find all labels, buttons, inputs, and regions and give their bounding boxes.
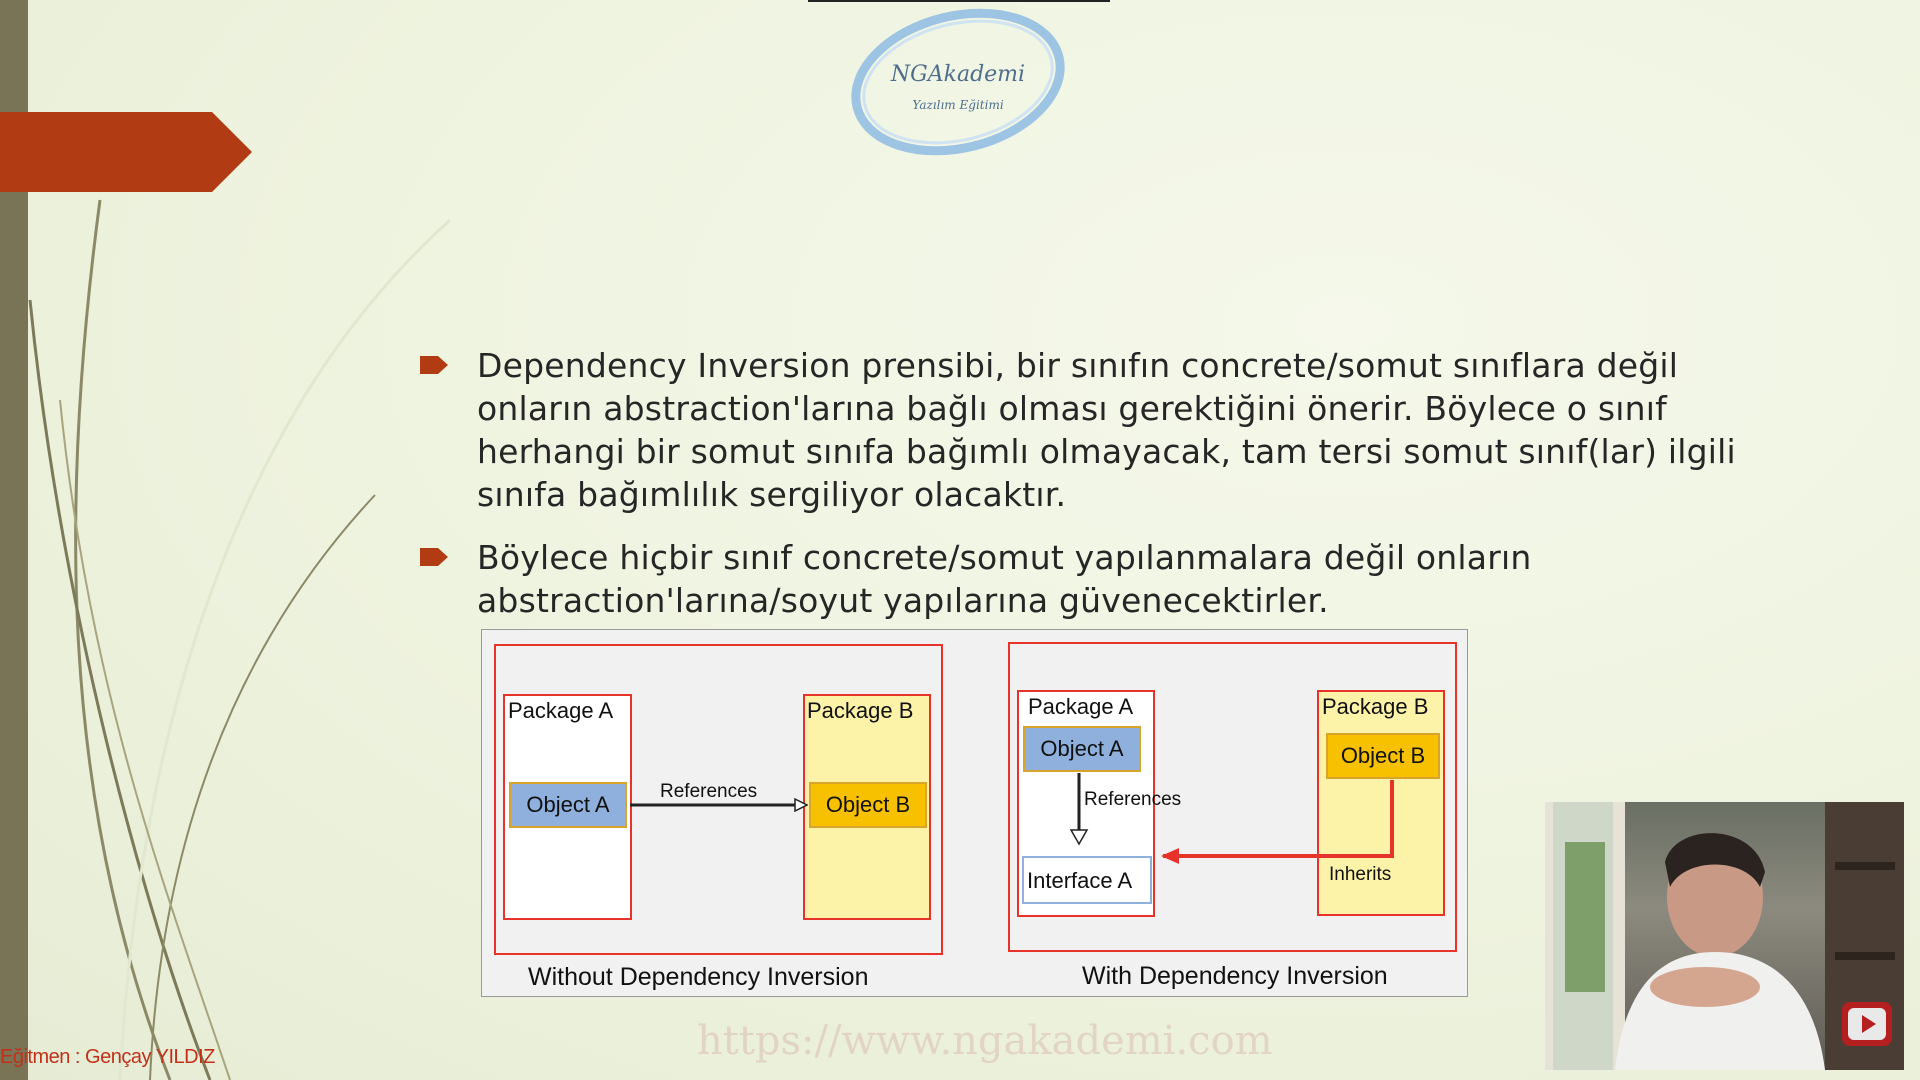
logo-swoosh-icon	[851, 8, 1065, 156]
right-package-b-label: Package B	[1322, 694, 1429, 719]
left-references-label: References	[660, 781, 758, 802]
left-object-a: Object A	[509, 782, 627, 828]
dependency-inversion-diagram: Package A Package B Object A Object B Re…	[481, 629, 1468, 997]
trainer-credit: Eğitmen : Gençay YILDIZ	[0, 1046, 215, 1068]
top-divider	[808, 0, 1110, 2]
left-object-b: Object B	[809, 782, 927, 828]
right-frame	[1008, 642, 1457, 952]
youtube-play-icon	[1848, 1008, 1886, 1040]
decorative-lines	[28, 199, 452, 1080]
inherits-label: Inherits	[1329, 864, 1392, 885]
interface-a-box	[1022, 856, 1152, 904]
bullet-list: Dependency Inversion prensibi, bir sınıf…	[420, 344, 1760, 642]
right-object-a: Object A	[1023, 726, 1141, 772]
webcam-scene	[1545, 802, 1904, 1070]
bullet-item: Böylece hiçbir sınıf concrete/somut yapı…	[420, 536, 1760, 622]
title-arrow-banner	[0, 112, 252, 192]
bullet-item: Dependency Inversion prensibi, bir sınıf…	[420, 344, 1760, 516]
logo: NGAkademi Yazılım Eğitimi	[846, 0, 1070, 160]
logo-tagline: Yazılım Eğitimi	[912, 98, 1004, 112]
left-frame	[494, 644, 943, 955]
bullet-text: Dependency Inversion prensibi, bir sınıf…	[477, 346, 1736, 514]
arrow-bullet-icon	[420, 548, 448, 566]
bullet-text: Böylece hiçbir sınıf concrete/somut yapı…	[477, 538, 1532, 620]
arrow-bullet-icon	[420, 356, 448, 374]
left-package-a-label: Package A	[508, 698, 614, 723]
right-references-arrowhead	[1069, 829, 1089, 846]
left-caption: Without Dependency Inversion	[528, 963, 869, 991]
website-watermark: https://www.ngakademi.com	[697, 1018, 1273, 1064]
interface-a-label: Interface A	[1027, 868, 1133, 893]
right-package-b	[1317, 690, 1445, 916]
right-caption: With Dependency Inversion	[1082, 962, 1388, 990]
right-references-label: References	[1084, 789, 1182, 810]
youtube-play-button[interactable]	[1842, 1002, 1892, 1046]
logo-name: NGAkademi	[890, 62, 1026, 87]
webcam-overlay	[1545, 802, 1904, 1070]
diagram-shapes	[494, 642, 1457, 955]
inherits-arrow	[1161, 780, 1394, 864]
left-package-b-label: Package B	[807, 698, 914, 723]
right-object-b: Object B	[1326, 733, 1440, 779]
right-package-a-label: Package A	[1028, 694, 1134, 719]
